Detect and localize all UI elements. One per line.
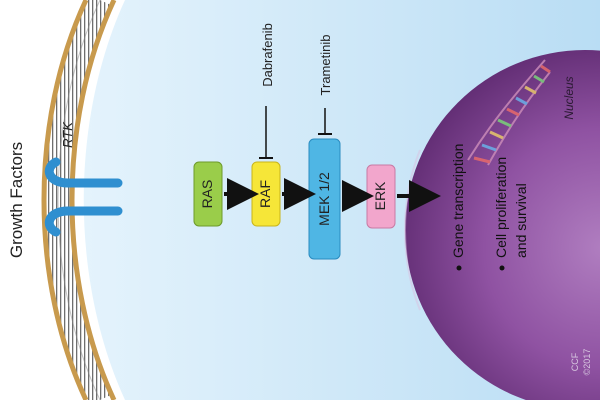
nucleus [404, 50, 600, 400]
rtk-label: RTK [60, 121, 75, 148]
outcome-cell-proliferation-line1: Cell proliferation [493, 157, 509, 258]
nucleus-label: Nucleus [562, 76, 576, 119]
box-mek: MEK 1/2 [308, 138, 341, 260]
dna-icon [467, 59, 551, 166]
raf-label: RAF [257, 180, 273, 208]
box-erk: ERK [366, 164, 396, 229]
outcome-gene-transcription: Gene transcription [450, 144, 466, 271]
box-ras: RAS [193, 161, 223, 227]
outcome-cell-proliferation-line2: and survival [513, 183, 529, 258]
rtk-receptor [44, 157, 123, 237]
erk-label: ERK [372, 181, 388, 210]
copyright-line2: ©2017 [582, 349, 592, 376]
ras-label: RAS [199, 180, 215, 209]
box-raf: RAF [251, 161, 281, 227]
trametinib-label: Trametinib [318, 35, 333, 96]
outcome-gene-transcription-text: Gene transcription [450, 144, 466, 258]
dabrafenib-label: Dabrafenib [260, 23, 275, 87]
mek-label: MEK 1/2 [316, 172, 332, 226]
activation-arrows [224, 178, 441, 212]
outcome-cell-proliferation: Cell proliferation and survival [493, 157, 529, 271]
copyright-line1: CCF [570, 352, 580, 371]
inhibitor-trametinib: Trametinib [318, 35, 333, 135]
growth-factors-label: Growth Factors [7, 142, 26, 258]
inhibitor-dabrafenib: Dabrafenib [259, 23, 275, 159]
cell-membrane [41, 0, 117, 400]
